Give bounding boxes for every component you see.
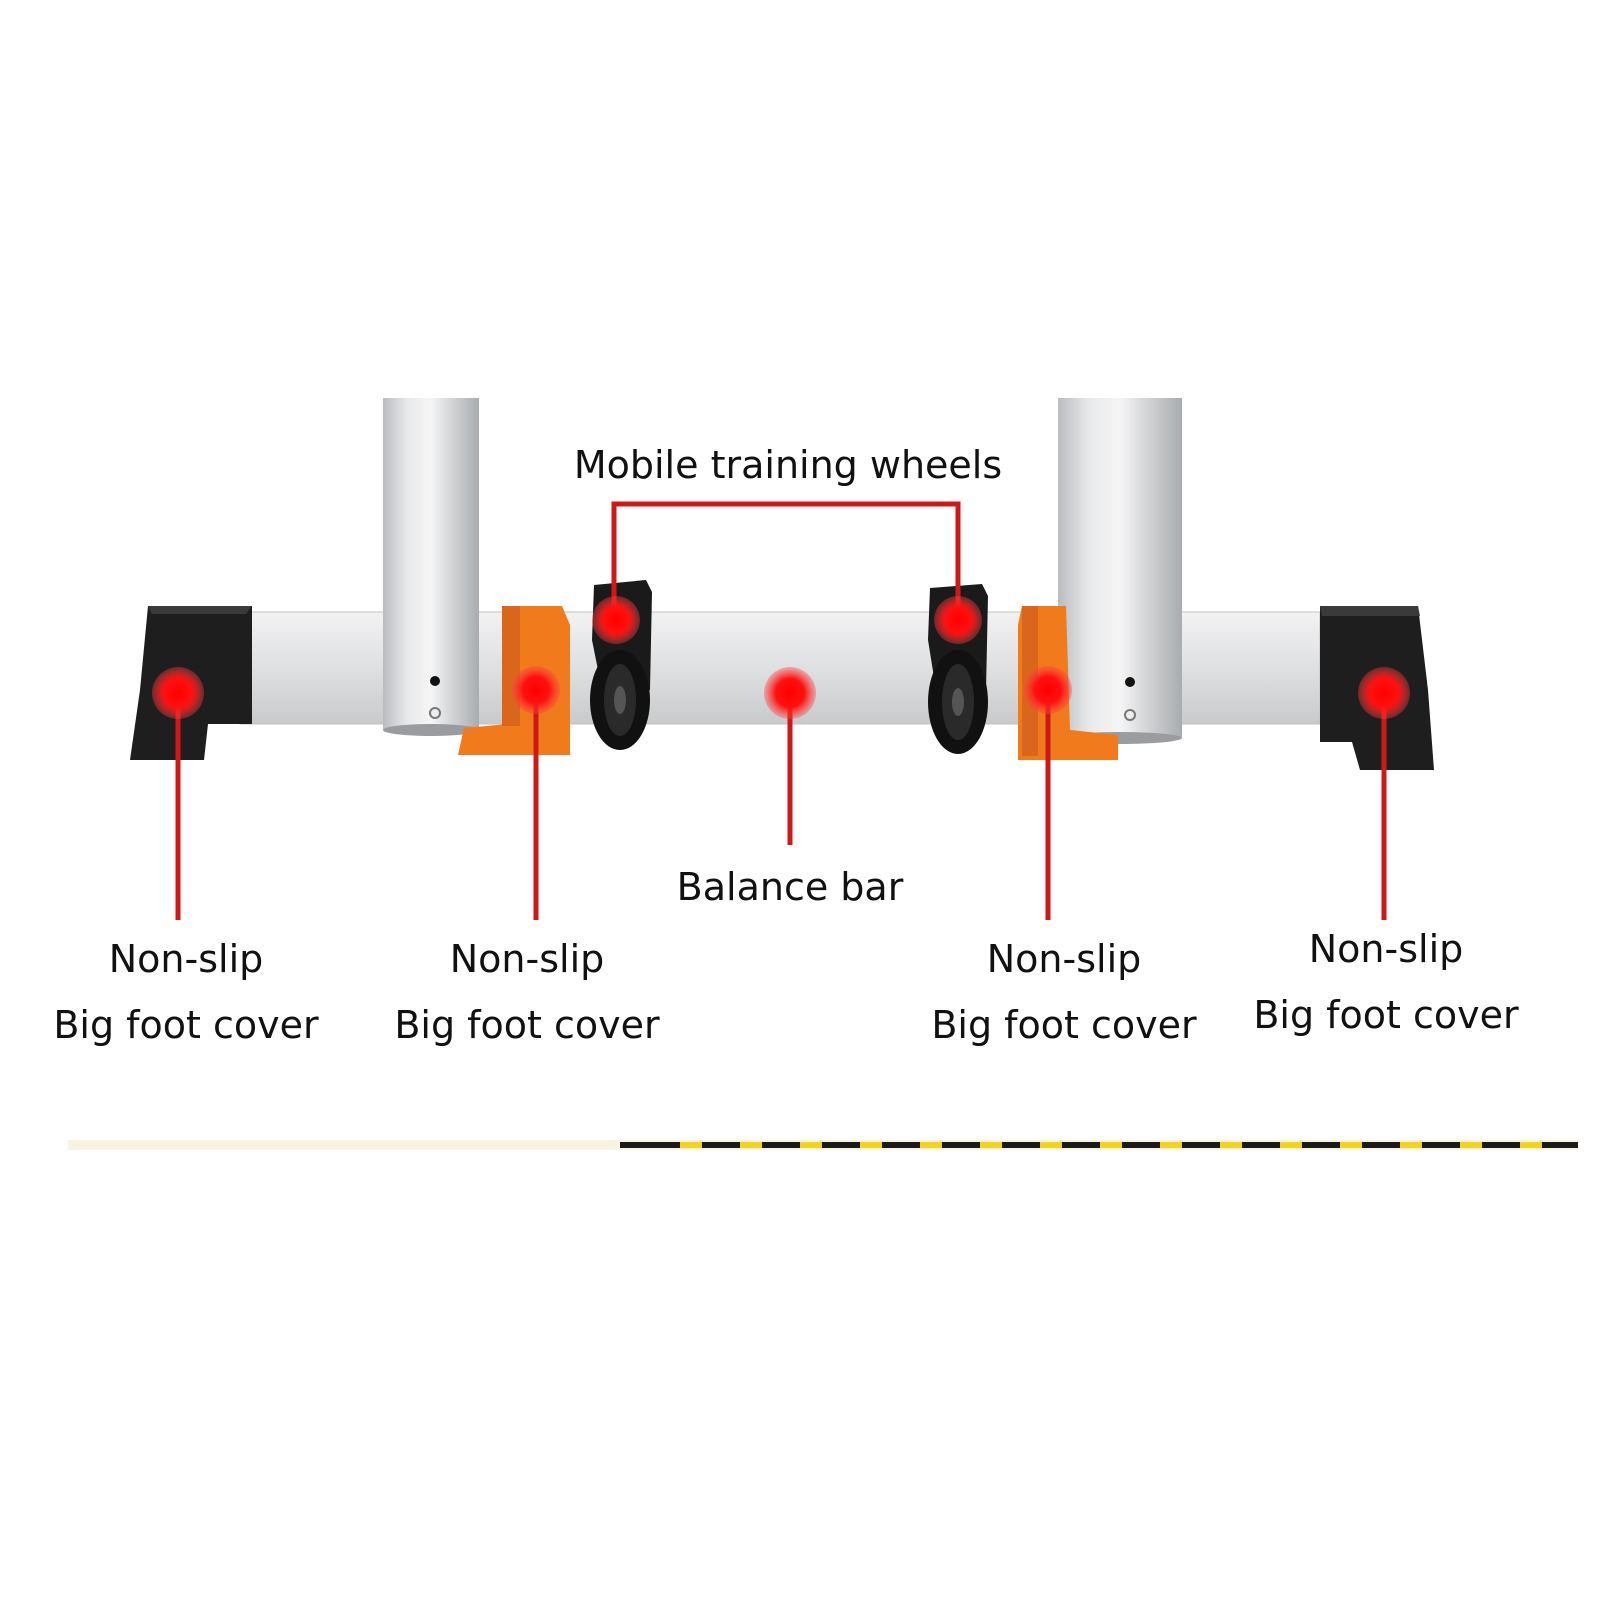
foot-cover-1-line1: Non-slip [108, 937, 264, 981]
callout-markers [152, 596, 1410, 719]
right-wheel-marker [934, 596, 982, 644]
right-tube-rivet-hole [1125, 677, 1135, 687]
foot-cover-3-line2: Big foot cover [931, 1003, 1197, 1047]
left-upright-tube [383, 398, 479, 730]
left-tube-rivet [429, 707, 441, 719]
wheels-callout-bracket [611, 501, 961, 620]
balance-bar-marker [764, 667, 816, 719]
foot-cover-1-marker [152, 667, 204, 719]
floor-hazard-stripe [620, 1142, 1578, 1148]
foot-cover-4-line1: Non-slip [1308, 927, 1464, 971]
mobile-wheels-label: Mobile training wheels [573, 443, 1003, 487]
foot-cover-3-marker [1024, 666, 1072, 714]
foot-cover-4-line2: Big foot cover [1253, 993, 1519, 1037]
balance-bar-label: Balance bar [676, 865, 904, 909]
foot-cover-4-marker [1358, 667, 1410, 719]
right-upright-tube [1058, 398, 1182, 738]
callout-lines [175, 501, 1387, 920]
foot-cover-1-line2: Big foot cover [53, 1003, 319, 1047]
left-wheel-marker [592, 596, 640, 644]
right-tube-rivet [1124, 709, 1136, 721]
left-tube-rivet-hole [430, 676, 440, 686]
foot-cover-3-line1: Non-slip [986, 937, 1142, 981]
foot-cover-2-line1: Non-slip [449, 937, 605, 981]
foot-cover-2-line2: Big foot cover [394, 1003, 660, 1047]
foot-cover-2-marker [512, 666, 560, 714]
